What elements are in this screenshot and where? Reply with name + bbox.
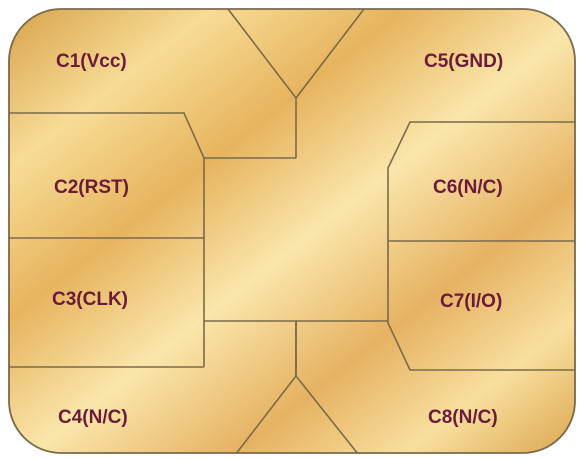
contact-label-c3: C3(CLK)	[52, 289, 128, 310]
contact-label-c4: C4(N/C)	[58, 407, 128, 428]
contact-label-c1: C1(Vcc)	[56, 51, 127, 72]
contact-label-c6: C6(N/C)	[433, 177, 503, 198]
contact-label-c5: C5(GND)	[424, 51, 503, 72]
chip-body	[9, 9, 575, 453]
chip-border	[8, 8, 576, 454]
contact-label-c7: C7(I/O)	[440, 291, 502, 312]
contact-label-c2: C2(RST)	[54, 177, 129, 198]
contact-label-c8: C8(N/C)	[428, 407, 498, 428]
contact-separators	[9, 9, 575, 453]
